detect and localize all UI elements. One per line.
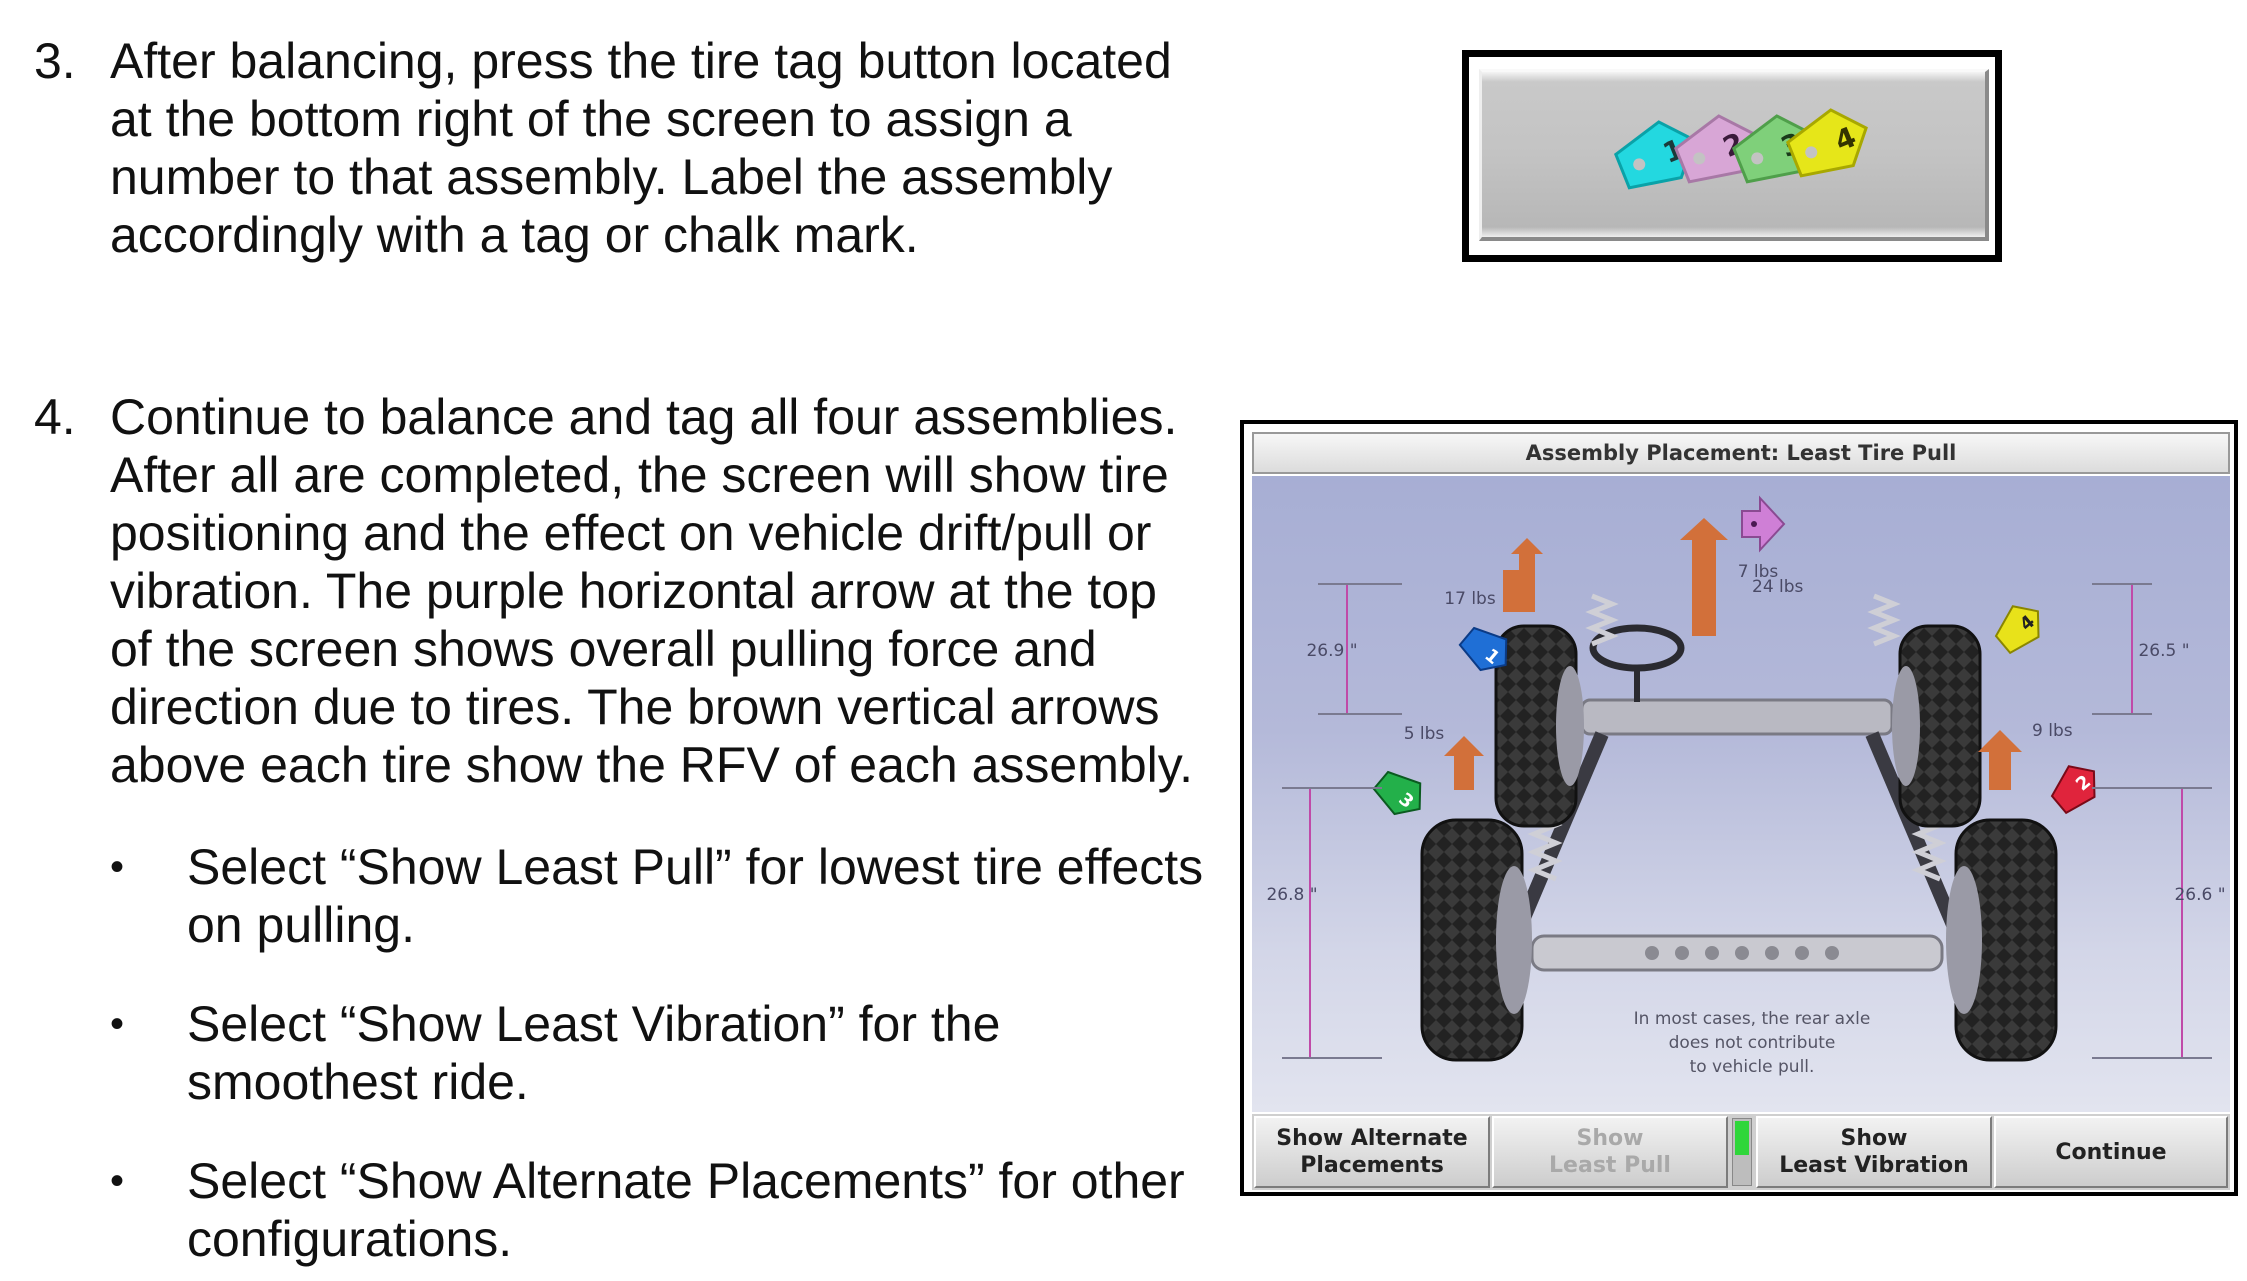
rfv-arrow-front-left-icon [1503,538,1543,612]
tire-tag-button[interactable]: 1 2 3 4 [1479,69,1989,241]
screen-button-bar: Show Alternate Placements Show Least Pul… [1252,1114,2230,1190]
diameter-marker-rear-left [1303,787,1317,1059]
bullet-text: Select “Show Alternate Placements” for o… [187,1153,1185,1267]
step-3: 3. After balancing, press the tire tag b… [34,32,1194,272]
tire-tag-1-icon: 1 [1613,120,1696,190]
vehicle-chassis [1505,593,1969,972]
rear-left-force-label: 5 lbs [1404,724,1445,744]
rear-note-line-2: does not contribute [1669,1033,1836,1053]
tire-tag-1-icon: 1 [1458,626,1508,672]
placement-visualization: 7 lbs [1252,476,2230,1112]
front-right-tire-icon [1892,624,1982,828]
tire-tag-button-figure: 1 2 3 4 [1462,50,2002,262]
pull-force-arrow-icon [1741,495,1786,553]
front-left-diameter: 26.9 " [1306,641,1357,661]
bullet-marker: • [110,845,125,889]
step-4: 4. Continue to balance and tag all four … [34,388,1214,808]
rear-right-force-label: 9 lbs [2032,721,2073,741]
rear-left-diameter: 26.8 " [1266,885,1317,905]
rear-right-diameter: 26.6 " [2174,885,2225,905]
show-least-pull-button[interactable]: Show Least Pull [1492,1116,1728,1188]
rear-right-tire-icon [1946,818,2058,1062]
screen-title: Assembly Placement: Least Tire Pull [1252,432,2230,474]
show-alternate-placements-button[interactable]: Show Alternate Placements [1254,1116,1490,1188]
front-left-tire-icon [1494,624,1584,828]
tire-tag-3-icon: 3 [1372,770,1422,816]
rear-left-tire-icon [1420,818,1532,1062]
front-right-diameter: 26.5 " [2138,641,2189,661]
selection-indicator [1732,1118,1752,1186]
step-3-text: After balancing, press the tire tag butt… [110,33,1172,263]
step-3-number: 3. [34,33,76,89]
assembly-placement-screen: Assembly Placement: Least Tire Pull 7 lb… [1240,420,2238,1196]
rear-note-line-3: to vehicle pull. [1690,1057,1815,1077]
diameter-marker-front-right [2125,583,2139,715]
show-least-vibration-button[interactable]: Show Least Vibration [1756,1116,1992,1188]
suspension-diagram: 7 lbs [1266,495,2226,1077]
pull-force-label: 7 lbs [1738,562,1779,582]
front-right-force-label: 24 lbs [1752,577,1804,597]
bullet-least-pull: • Select “Show Least Pull” for lowest ti… [110,838,1230,958]
bullet-alternate-placements: • Select “Show Alternate Placements” for… [110,1152,1230,1272]
tire-tag-4-icon: 4 [1994,605,2040,655]
rfv-arrow-front-right-icon [1680,518,1728,636]
rear-note-line-1: In most cases, the rear axle [1634,1009,1871,1029]
step-4-number: 4. [34,389,76,445]
rfv-arrow-rear-left-icon [1444,736,1484,790]
tire-tag-4-icon: 4 [1785,108,1868,178]
bullet-marker: • [110,1159,125,1203]
step-4-text: Continue to balance and tag all four ass… [110,389,1193,793]
rfv-arrow-rear-right-icon [1978,730,2022,790]
diameter-marker-rear-right [2175,787,2189,1059]
bullet-text: Select “Show Least Pull” for lowest tire… [187,839,1204,953]
front-left-force-label: 17 lbs [1444,589,1496,609]
bullet-least-vibration: • Select “Show Least Vibration” for the … [110,995,1230,1115]
selection-indicator-fill [1735,1121,1749,1155]
continue-button[interactable]: Continue [1994,1116,2228,1188]
bullet-text: Select “Show Least Vibration” for the sm… [187,996,1001,1110]
bullet-marker: • [110,1002,125,1046]
tire-tag-2-icon: 2 [2050,765,2096,815]
tire-tags-icon: 1 2 3 4 [1613,108,1868,190]
